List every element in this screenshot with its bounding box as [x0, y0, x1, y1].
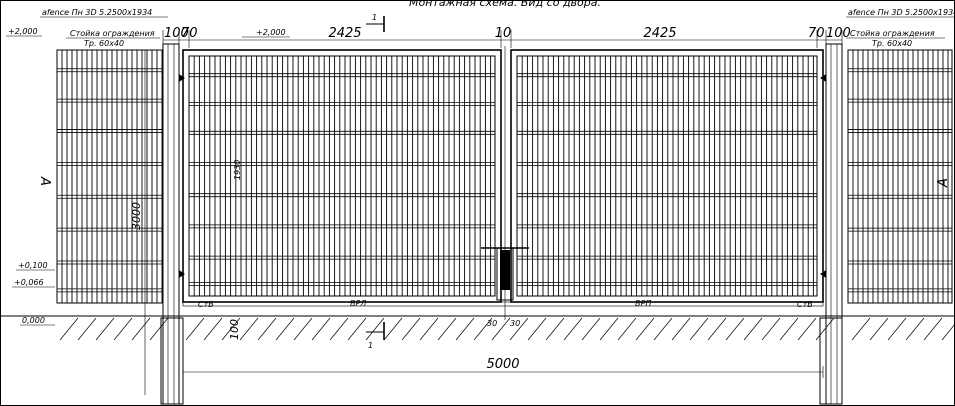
left-gate-post — [162, 43, 180, 405]
right-fence-panel — [847, 49, 953, 304]
right-gate-leaf — [510, 49, 824, 303]
dim-post-right: 100 — [826, 26, 851, 41]
center-latch-bolt — [481, 46, 529, 320]
post-spec-right: Тр. 60х40 — [872, 39, 912, 48]
left-fence-panel — [56, 49, 164, 304]
level-top-mid: +2,000 — [256, 28, 286, 37]
product-label-left: afence Пн 3D 5.2500x1934 — [42, 8, 152, 17]
stv-label-right: СтВ — [797, 300, 813, 309]
view-arrow-left: А — [37, 176, 52, 186]
vrl-label: ВРЛ — [350, 299, 366, 308]
section-mark-bottom-label: 1 — [368, 341, 373, 350]
dim-leaf-left: 2425 — [328, 26, 361, 41]
post-label-right: Стойка ограждения — [850, 29, 935, 38]
level-ground: 0,000 — [22, 316, 45, 325]
dim-total-width: 5000 — [486, 357, 519, 372]
section-mark-bottom — [366, 322, 385, 340]
total-width-dimension — [182, 366, 824, 378]
angle-right: 30 — [510, 319, 520, 328]
vrp-label: ВРП — [635, 299, 651, 308]
view-arrow-right: А — [936, 178, 951, 188]
ground-hatching — [59, 317, 955, 341]
top-dimension-line — [162, 30, 843, 48]
dim-leaf-height: 1930 — [233, 160, 242, 180]
level-top-left: +2,000 — [8, 27, 38, 36]
left-gate-leaf — [182, 49, 502, 303]
stv-label-left: СтВ — [198, 300, 214, 309]
dim-gap-left: 70 — [181, 26, 198, 41]
left-post-foundation — [160, 317, 184, 405]
dim-center-gap: 10 — [495, 26, 512, 41]
post-label-left: Стойка ограждения — [70, 29, 155, 38]
level-0066: +0,066 — [14, 278, 44, 287]
section-mark-top — [366, 16, 385, 32]
right-gate-post — [825, 43, 843, 405]
section-mark-top-label: 1 — [372, 13, 377, 22]
gate-bottom-rail — [182, 301, 824, 307]
angle-left: 30 — [487, 319, 497, 328]
dim-gap-right: 70 — [808, 26, 825, 41]
level-0100: +0,100 — [18, 261, 48, 270]
dim-leaf-right: 2425 — [643, 26, 676, 41]
dim-post-left: 100 — [164, 26, 189, 41]
product-label-right: afence Пн 3D 5.2500x1934 — [848, 8, 955, 17]
drawing-title: Монтажная схема. Вид со двора. — [409, 0, 601, 9]
right-post-foundation — [819, 317, 843, 405]
dim-ground-gap: 100 — [228, 319, 241, 340]
post-spec-left: Тр. 60х40 — [84, 39, 124, 48]
dim-post-height: 3000 — [130, 202, 143, 230]
gate-hinges — [179, 74, 826, 278]
